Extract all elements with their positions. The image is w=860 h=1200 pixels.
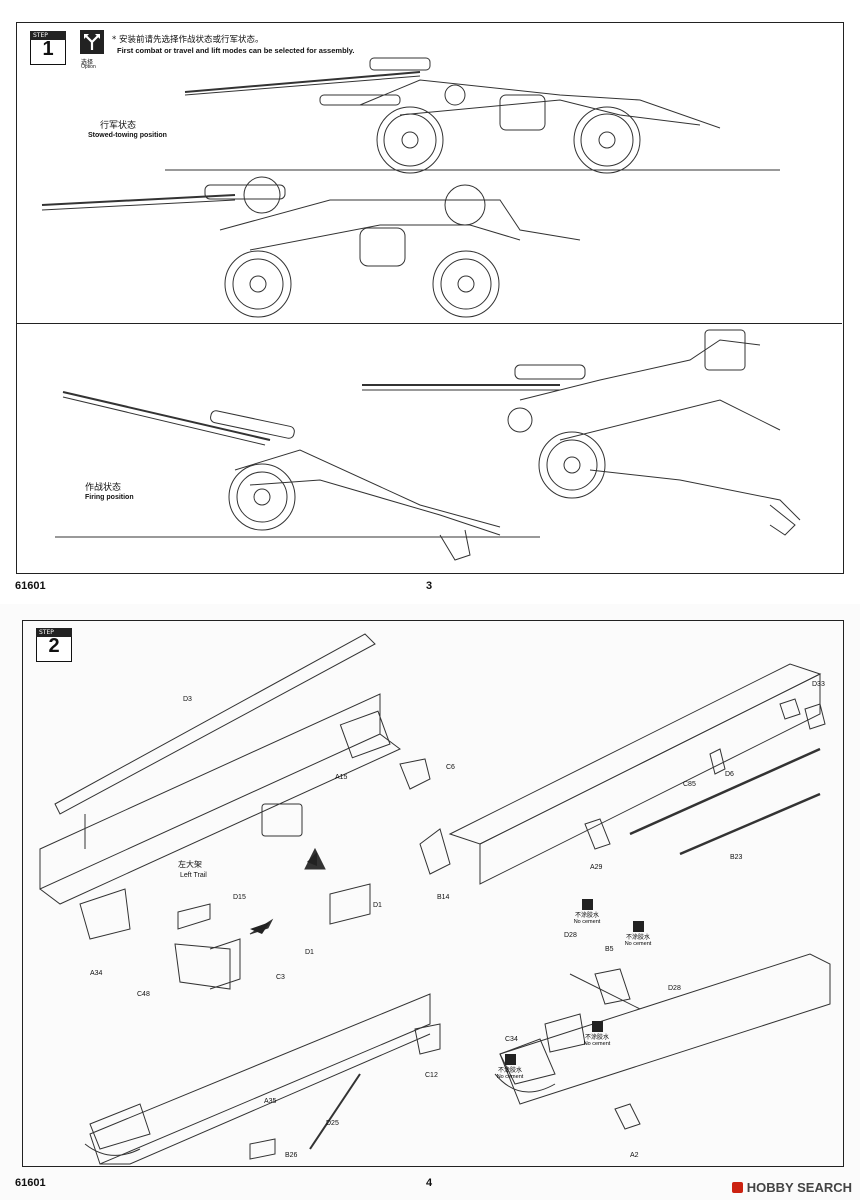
part-label-a2: A2	[630, 1152, 639, 1159]
part-label-a29: A29	[590, 864, 603, 871]
left-trail-label-en: Left Trail	[180, 872, 207, 879]
artillery-drawings	[41, 57, 801, 561]
no-cement-note: 不涂胶水 No cement	[608, 921, 668, 947]
left-trail-label-cn: 左大架	[178, 860, 202, 869]
part-label-c48: C48	[137, 991, 150, 998]
part-label-d1a: D1	[373, 902, 382, 909]
option-label-en: Option	[81, 64, 96, 70]
stowed-gun-perspective-view	[41, 176, 581, 318]
step-badge: STEP 1	[30, 31, 66, 65]
part-label-d1b: D1	[305, 949, 314, 956]
firing-label-cn: 作战状态	[85, 483, 122, 493]
page-number: 4	[426, 1177, 433, 1189]
part-label-c85: C85	[683, 781, 696, 788]
assembly-drawings	[39, 633, 831, 1165]
no-cement-note: 不涂胶水 No cement	[557, 899, 617, 925]
hobby-search-logo-icon	[731, 1182, 743, 1193]
firing-gun-perspective-view	[362, 329, 801, 536]
right-trail-finished	[494, 953, 831, 1130]
stowed-gun-side-view	[184, 57, 721, 174]
fork-arrow-icon	[80, 30, 104, 54]
part-label-c3: C3	[276, 974, 285, 981]
firing-label-en: Firing position	[85, 494, 134, 501]
part-label-b5: B5	[605, 946, 614, 953]
part-label-b26: B26	[285, 1152, 298, 1159]
part-label-d6: D6	[725, 771, 734, 778]
stowed-label-cn: 行军状态	[100, 121, 137, 131]
page-number: 3	[426, 580, 433, 592]
step-badge: STEP 2	[36, 628, 72, 662]
instruction-page-3: STEP 1 选择 Option * 安装前请先选择作战状态或行军状态。 Fir…	[0, 0, 860, 604]
no-glue-icon	[504, 1054, 516, 1065]
page-frame	[22, 620, 844, 1167]
part-label-d25: D25	[326, 1120, 339, 1127]
part-label-c12: C12	[425, 1072, 438, 1079]
part-label-a34: A34	[90, 970, 103, 977]
part-label-d3: D3	[183, 696, 192, 703]
option-label-cn: 选择	[81, 59, 94, 66]
part-label-d28b: D28	[668, 985, 681, 992]
part-label-a15: A15	[335, 774, 348, 781]
instruction-en: First combat or travel and lift modes ca…	[117, 46, 355, 55]
right-trail-assembly	[419, 663, 826, 885]
part-label-c6: C6	[446, 764, 455, 771]
no-glue-icon	[591, 1021, 603, 1032]
left-trail-assembly	[39, 633, 431, 990]
page-frame	[16, 22, 844, 574]
no-glue-icon	[632, 921, 644, 932]
part-label-b23: B23	[730, 854, 743, 861]
left-trail-finished	[84, 993, 441, 1165]
part-label-a35: A35	[264, 1098, 277, 1105]
firing-gun-side-view	[62, 391, 501, 561]
hobby-search-watermark: HOBBY SEARCH	[731, 1180, 852, 1195]
no-glue-icon	[581, 899, 593, 910]
footer-code: 61601	[15, 580, 46, 592]
stowed-label-en: Stowed-towing position	[88, 132, 167, 139]
part-label-b14: B14	[437, 894, 450, 901]
part-label-d15: D15	[233, 894, 246, 901]
part-label-c34: C34	[505, 1036, 518, 1043]
no-cement-note: 不涂胶水 No cement	[480, 1054, 540, 1080]
no-cement-note: 不涂胶水 No cement	[567, 1021, 627, 1047]
instruction-cn: * 安装前请先选择作战状态或行军状态。	[112, 35, 264, 45]
part-label-d33: D33	[812, 681, 825, 688]
part-label-d28a: D28	[564, 932, 577, 939]
footer-code: 61601	[15, 1177, 46, 1189]
instruction-page-4: STEP 2	[0, 604, 860, 1200]
frame-divider	[16, 323, 842, 324]
